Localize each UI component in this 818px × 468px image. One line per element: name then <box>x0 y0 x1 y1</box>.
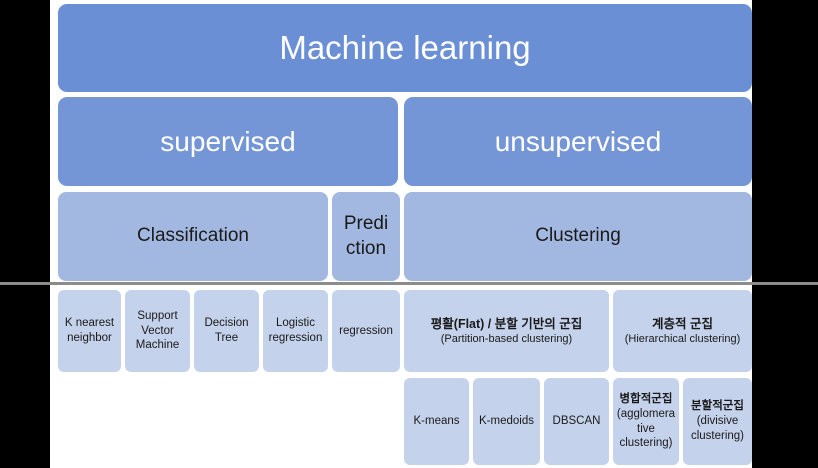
node-decision-tree-line2: Tree <box>214 332 239 344</box>
node-supervised-label: supervised <box>160 125 296 157</box>
node-decision-tree-line1: Decision <box>204 317 249 330</box>
node-prediction[interactable]: Predi ction <box>332 192 400 281</box>
node-prediction-label-line2: ction <box>345 237 387 259</box>
node-k-means-label: K-means <box>413 415 460 428</box>
node-logistic-regression-line2: regression <box>268 332 323 344</box>
node-dbscan-label: DBSCAN <box>552 415 601 428</box>
node-unsupervised[interactable]: unsupervised <box>404 97 752 186</box>
node-support-vector-machine-line1: Support <box>137 309 178 322</box>
node-k-nearest-neighbor-line2: neighbor <box>67 332 112 344</box>
node-dbscan[interactable]: DBSCAN <box>544 378 609 465</box>
node-divisive-clustering-korean: 분할적군집 <box>691 400 744 413</box>
node-decision-tree[interactable]: Decision Tree <box>194 290 259 372</box>
node-agglomerative-clustering-english-line2: tive <box>637 422 655 435</box>
node-logistic-regression-line1: Logistic <box>276 317 315 330</box>
node-partition-based-clustering-english: (Partition-based clustering) <box>440 332 573 345</box>
node-k-medoids-label: K-medoids <box>479 415 534 428</box>
node-agglomerative-clustering-korean: 병합적군집 <box>619 393 673 406</box>
node-clustering-label: Clustering <box>535 225 621 247</box>
node-hierarchical-clustering-english: (Hierarchical clustering) <box>624 332 741 345</box>
node-agglomerative-clustering-english-line3: clustering) <box>619 437 673 450</box>
node-hierarchical-clustering-korean: 계층적 군집 <box>652 316 713 331</box>
horizontal-divider <box>0 282 818 285</box>
node-divisive-clustering-english-line2: clustering) <box>690 429 745 442</box>
node-prediction-label-line1: Predi <box>343 213 389 235</box>
node-divisive-clustering-english-line1: (divisive <box>696 415 739 428</box>
node-k-medoids[interactable]: K-medoids <box>473 378 540 465</box>
node-divisive-clustering[interactable]: 분할적군집 (divisive clustering) <box>683 378 752 465</box>
node-regression-label: regression <box>339 324 393 337</box>
node-supervised[interactable]: supervised <box>58 97 398 186</box>
node-hierarchical-clustering[interactable]: 계층적 군집 (Hierarchical clustering) <box>613 290 752 372</box>
node-classification-label: Classification <box>137 225 249 247</box>
node-support-vector-machine-line3: Machine <box>135 339 180 352</box>
node-unsupervised-label: unsupervised <box>494 125 662 157</box>
node-partition-based-clustering-korean: 평활(Flat) / 분할 기반의 군집 <box>430 316 583 331</box>
node-partition-based-clustering[interactable]: 평활(Flat) / 분할 기반의 군집 (Partition-based cl… <box>404 290 609 372</box>
node-logistic-regression[interactable]: Logistic regression <box>263 290 328 372</box>
node-classification[interactable]: Classification <box>58 192 328 281</box>
node-k-means[interactable]: K-means <box>404 378 469 465</box>
node-support-vector-machine-line2: Vector <box>141 324 174 337</box>
node-agglomerative-clustering[interactable]: 병합적군집 (agglomera tive clustering) <box>613 378 679 465</box>
node-clustering[interactable]: Clustering <box>404 192 752 281</box>
node-k-nearest-neighbor-line1: K nearest <box>64 317 115 330</box>
node-regression[interactable]: regression <box>332 290 400 372</box>
node-agglomerative-clustering-english-line1: (agglomera <box>616 407 676 420</box>
node-machine-learning[interactable]: Machine learning <box>58 4 752 92</box>
node-k-nearest-neighbor[interactable]: K nearest neighbor <box>58 290 121 372</box>
node-support-vector-machine[interactable]: Support Vector Machine <box>125 290 190 372</box>
node-machine-learning-label: Machine learning <box>279 28 531 66</box>
